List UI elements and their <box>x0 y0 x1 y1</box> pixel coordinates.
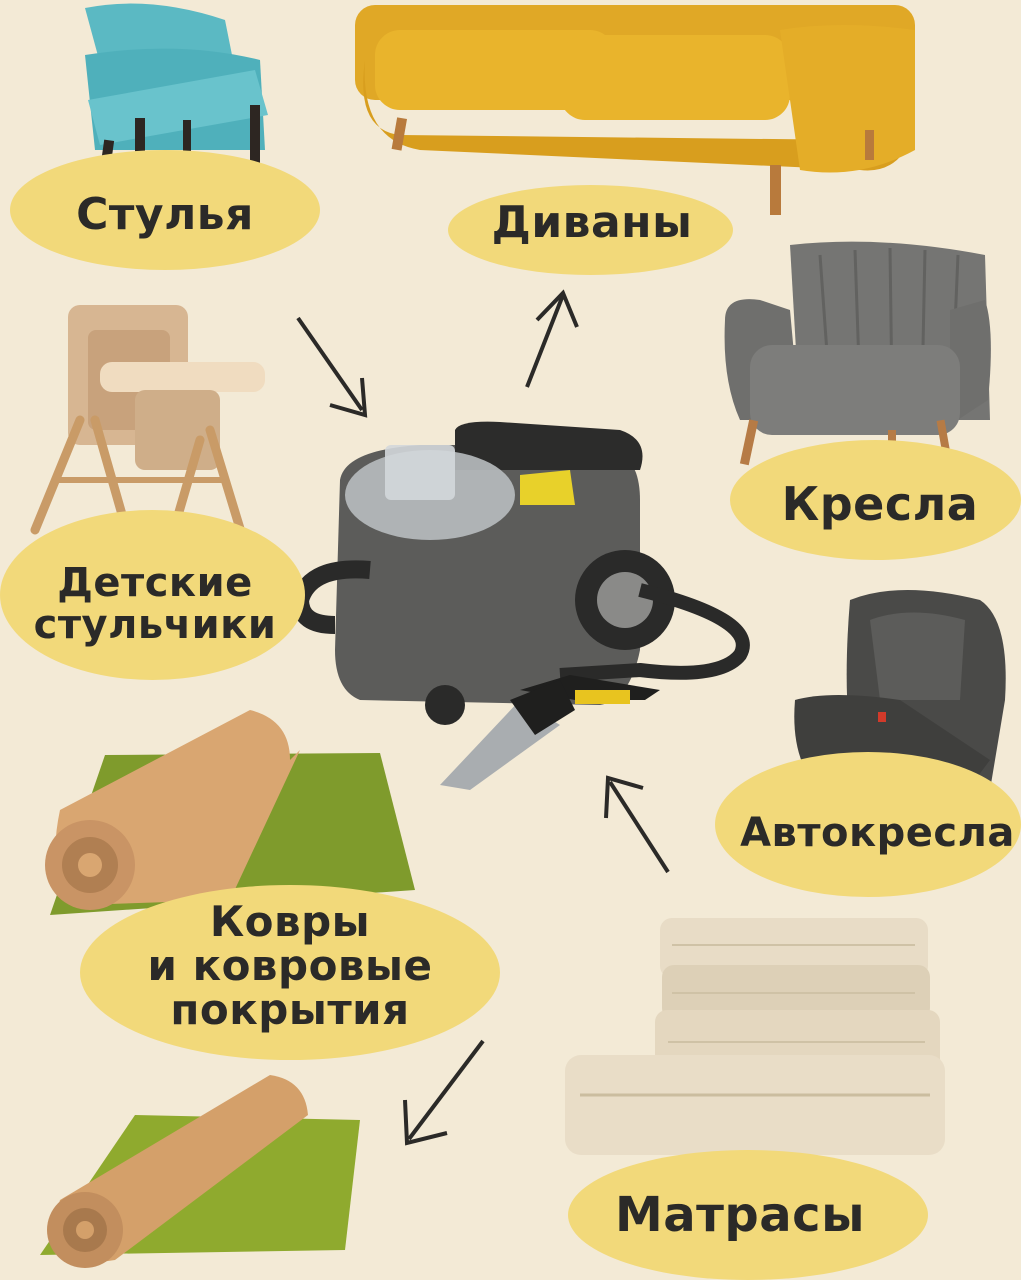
label-blob-sofas <box>448 185 733 275</box>
label-carpets-line2: и ковровые <box>147 941 433 991</box>
label-high-chairs-line2: стульчики <box>33 602 277 648</box>
extractor-machine-image <box>290 421 750 790</box>
arrow-to-sofas <box>525 289 579 388</box>
arrow-from-chairs <box>296 316 368 418</box>
label-high-chairs-line1: Детские <box>57 560 253 606</box>
high-chair-image <box>30 305 265 565</box>
label-blob-armchairs <box>730 440 1021 560</box>
label-car-seats: Автокресла <box>740 810 1015 856</box>
label-carpets-line3: покрытия <box>170 985 410 1035</box>
label-blob-chairs <box>10 150 320 270</box>
arrow-from-mattresses <box>604 775 670 874</box>
rug-top-image <box>45 710 415 915</box>
mattress-stack-image <box>565 918 945 1155</box>
arrow-to-carpets <box>403 1039 485 1146</box>
label-chairs: Стулья <box>76 189 254 240</box>
label-blob-mattresses <box>568 1150 928 1280</box>
label-blob-high-chairs <box>0 510 305 680</box>
label-carpets: Ковры и ковровые покрытия <box>120 897 460 1035</box>
label-blob-car-seats <box>715 752 1021 897</box>
label-mattresses: Матрасы <box>614 1187 866 1243</box>
sofa-image <box>355 5 915 215</box>
armchair-image <box>724 241 991 478</box>
label-blob-carpets <box>80 885 500 1060</box>
label-high-chairs: Детские стульчики <box>20 562 290 646</box>
label-carpets-line1: Ковры <box>209 897 371 946</box>
label-sofas: Диваны <box>491 197 693 248</box>
rug-bottom-image <box>40 1075 360 1268</box>
label-armchairs: Кресла <box>781 477 979 531</box>
